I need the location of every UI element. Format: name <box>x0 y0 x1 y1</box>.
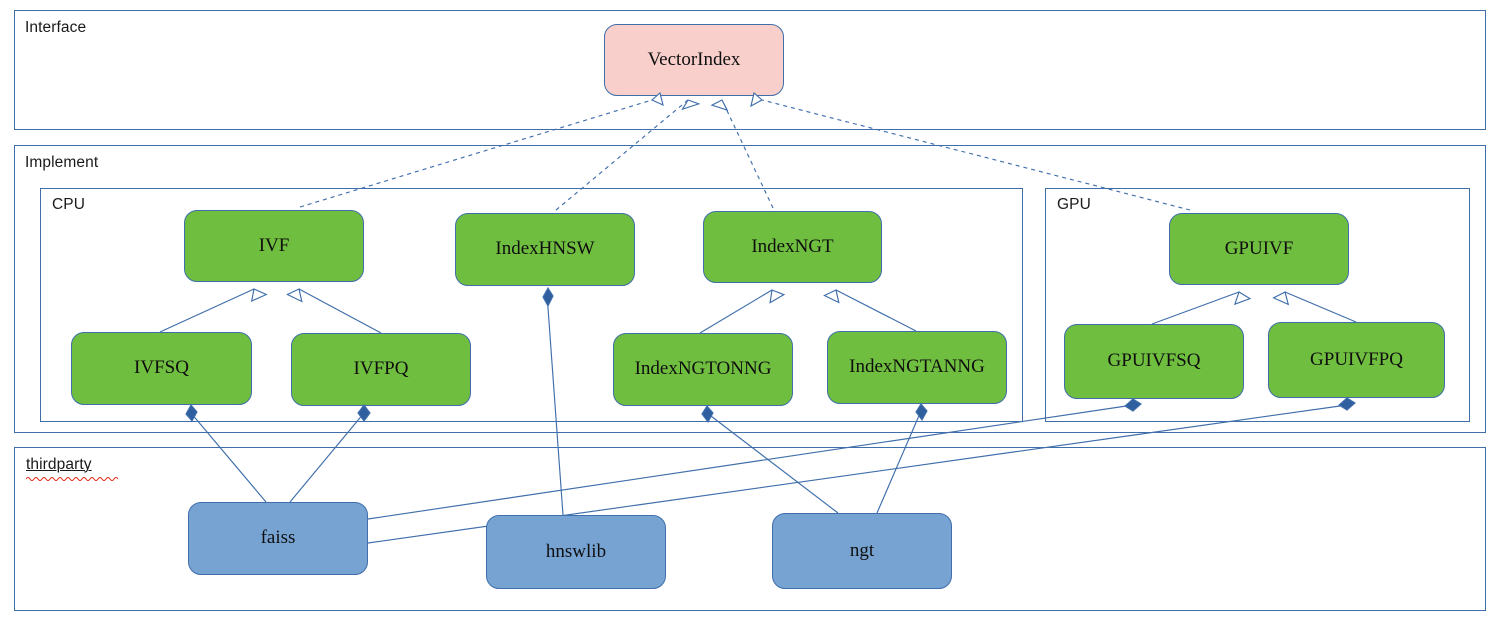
node-label: IVFPQ <box>353 358 409 380</box>
node-gpuivfpq[interactable]: GPUIVFPQ <box>1268 322 1445 398</box>
node-label: hnswlib <box>545 540 607 562</box>
node-label: GPUIVFPQ <box>1310 348 1403 370</box>
node-label: IndexNGTANNG <box>849 356 985 378</box>
group-label-implement: Implement <box>25 154 99 171</box>
node-label: GPUIVF <box>1224 237 1294 259</box>
node-label: VectorIndex <box>647 48 741 70</box>
node-label: IndexNGT <box>751 235 834 257</box>
node-indexngtonng[interactable]: IndexNGTONNG <box>613 333 793 406</box>
node-ivfsq[interactable]: IVFSQ <box>71 332 252 405</box>
node-ivfpq[interactable]: IVFPQ <box>291 333 471 406</box>
node-hnswlib[interactable]: hnswlib <box>486 515 666 589</box>
node-ngt[interactable]: ngt <box>772 513 952 589</box>
group-label-gpu: GPU <box>1057 196 1091 213</box>
node-gpuivfsq[interactable]: GPUIVFSQ <box>1064 324 1244 399</box>
node-vectorindex[interactable]: VectorIndex <box>604 24 784 96</box>
node-label: IndexHNSW <box>495 238 595 260</box>
node-label: GPUIVFSQ <box>1107 350 1201 372</box>
node-label: faiss <box>260 527 296 549</box>
node-indexngt[interactable]: IndexNGT <box>703 211 882 283</box>
group-label-interface: Interface <box>25 19 87 36</box>
node-label: ngt <box>849 539 875 561</box>
node-label: IVFSQ <box>134 357 189 379</box>
group-label-cpu: CPU <box>52 196 86 213</box>
node-label: IndexNGTONNG <box>634 358 772 380</box>
node-indexhnsw[interactable]: IndexHNSW <box>455 213 635 286</box>
node-faiss[interactable]: faiss <box>188 502 368 575</box>
spellcheck-squiggle-icon <box>26 476 119 481</box>
node-label: IVF <box>258 234 290 256</box>
node-ivf[interactable]: IVF <box>184 210 364 282</box>
node-gpuivf[interactable]: GPUIVF <box>1169 213 1349 285</box>
group-label-thirdparty: thirdparty <box>26 456 92 473</box>
node-indexngtanng[interactable]: IndexNGTANNG <box>827 331 1007 404</box>
